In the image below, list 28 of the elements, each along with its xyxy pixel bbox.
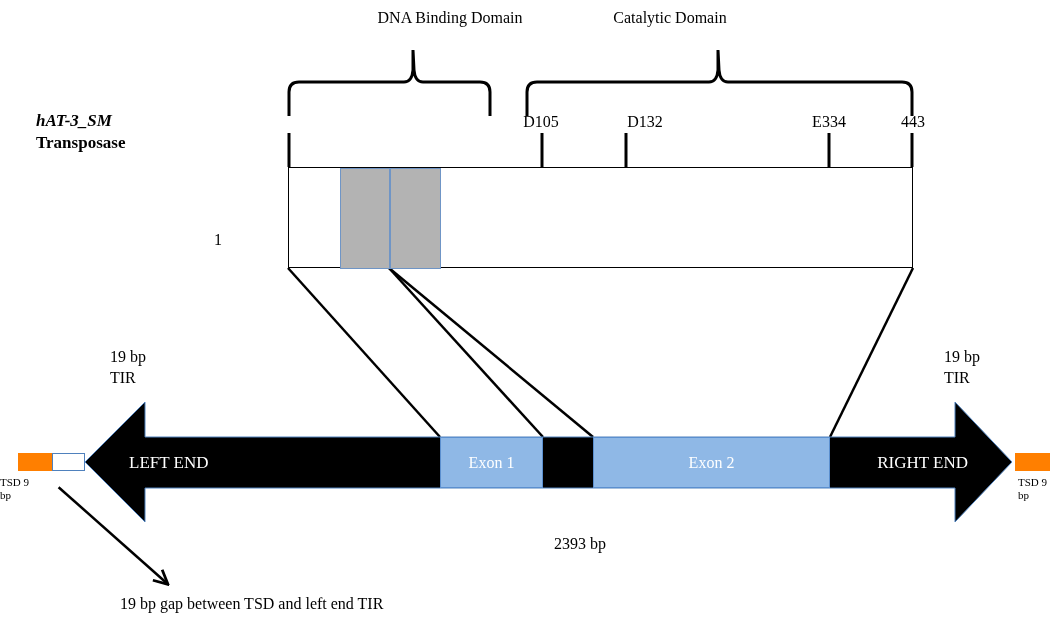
length-label: 2393 bp — [553, 534, 607, 555]
mapping-line — [388, 267, 594, 438]
arrow — [57, 486, 170, 586]
residue-label: 1 — [214, 230, 223, 250]
domain-label: DNA Binding Domain — [376, 8, 524, 29]
tsd-label: TSD 9 bp — [1018, 476, 1049, 502]
tir-label: 19 bp TIR — [110, 347, 147, 388]
domain-box — [340, 168, 390, 269]
protein-box — [288, 167, 913, 268]
residue-label: D132 — [626, 112, 664, 132]
tsd-box — [1015, 453, 1050, 471]
mapping-line — [287, 267, 441, 438]
tir-label: 19 bp TIR — [944, 347, 981, 388]
residue-label: E334 — [811, 112, 847, 132]
domain-label: Catalytic Domain — [612, 8, 728, 29]
tsd-box — [18, 453, 52, 471]
note-text: 19 bp gap between TSD and left end TIR — [120, 592, 420, 614]
domain-box — [390, 168, 441, 269]
gap-box — [52, 453, 85, 471]
tsd-label: TSD 9 bp — [0, 476, 31, 502]
mapping-line — [828, 267, 915, 438]
exon-box: Exon 1 — [440, 437, 543, 488]
end-label: LEFT END — [129, 452, 209, 474]
end-label: RIGHT END — [877, 452, 968, 474]
exon-box: Exon 2 — [593, 437, 830, 488]
residue-label: 443 — [900, 112, 926, 132]
protein-name: hAT-3_SM Transposase — [36, 110, 127, 154]
residue-label: D105 — [522, 112, 560, 132]
